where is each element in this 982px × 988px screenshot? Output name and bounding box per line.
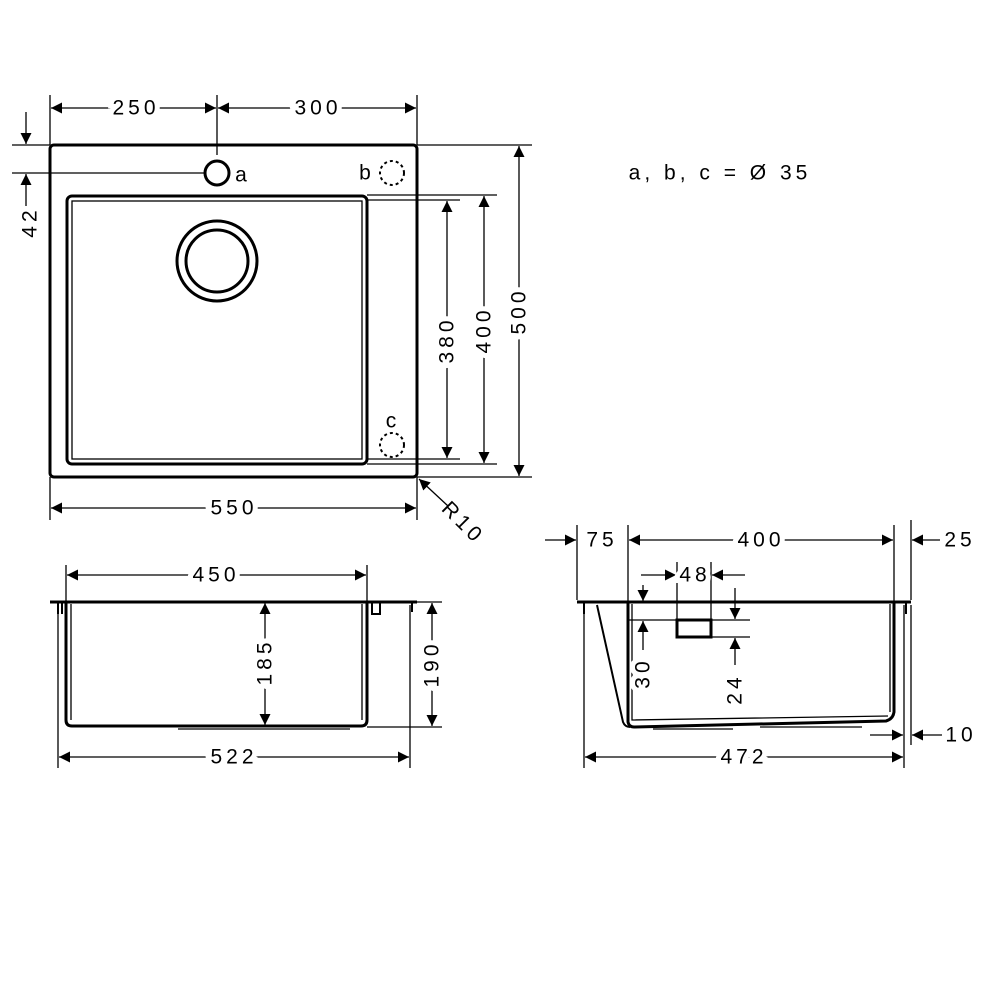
- tap-hole-a-icon: [203, 159, 231, 187]
- hole-label-a: a: [235, 164, 251, 187]
- dim-250: 250: [112, 97, 159, 120]
- dim-24: 24: [724, 673, 747, 704]
- drain-inner-icon: [184, 228, 250, 294]
- dim-300: 300: [294, 97, 341, 120]
- bowl-section: [64, 602, 369, 728]
- top-view: a b c 250 300 42 380 400 500 550 R10: [12, 92, 536, 549]
- drain-outer-icon: [175, 219, 259, 303]
- side-view: 75 400 25 48 30 24 472 10: [545, 520, 978, 774]
- dim-r10: R10: [437, 497, 489, 549]
- dim-400-side: 400: [737, 529, 784, 552]
- dim-48: 48: [679, 564, 710, 587]
- bowl-inner-edge: [71, 200, 363, 460]
- dim-522: 522: [210, 746, 257, 769]
- radius-leader: [418, 478, 449, 507]
- dim-380: 380: [436, 316, 459, 363]
- front-view: 450 185 190 522: [50, 559, 449, 774]
- tap-hole-c-icon: [379, 432, 405, 458]
- dim-185: 185: [254, 638, 277, 685]
- bowl-section: [626, 602, 896, 729]
- dim-190: 190: [421, 640, 444, 687]
- dim-472: 472: [720, 746, 767, 769]
- hole-diameter-note: a, b, c = Ø 35: [629, 162, 812, 185]
- tap-hole-b-icon: [379, 160, 405, 186]
- dim-42: 42: [19, 206, 42, 237]
- dim-30: 30: [632, 657, 655, 688]
- sink-outline: [48, 143, 419, 479]
- overflow-slot: [675, 618, 713, 639]
- dim-25: 25: [944, 529, 975, 552]
- hole-label-c: c: [386, 410, 401, 433]
- dim-75: 75: [586, 529, 617, 552]
- bowl-outline: [65, 194, 369, 466]
- dim-550: 550: [210, 497, 257, 520]
- hole-label-b: b: [359, 162, 375, 185]
- dim-500: 500: [508, 287, 531, 334]
- dim-10: 10: [945, 724, 976, 747]
- dim-400: 400: [473, 306, 496, 353]
- dim-450: 450: [192, 564, 239, 587]
